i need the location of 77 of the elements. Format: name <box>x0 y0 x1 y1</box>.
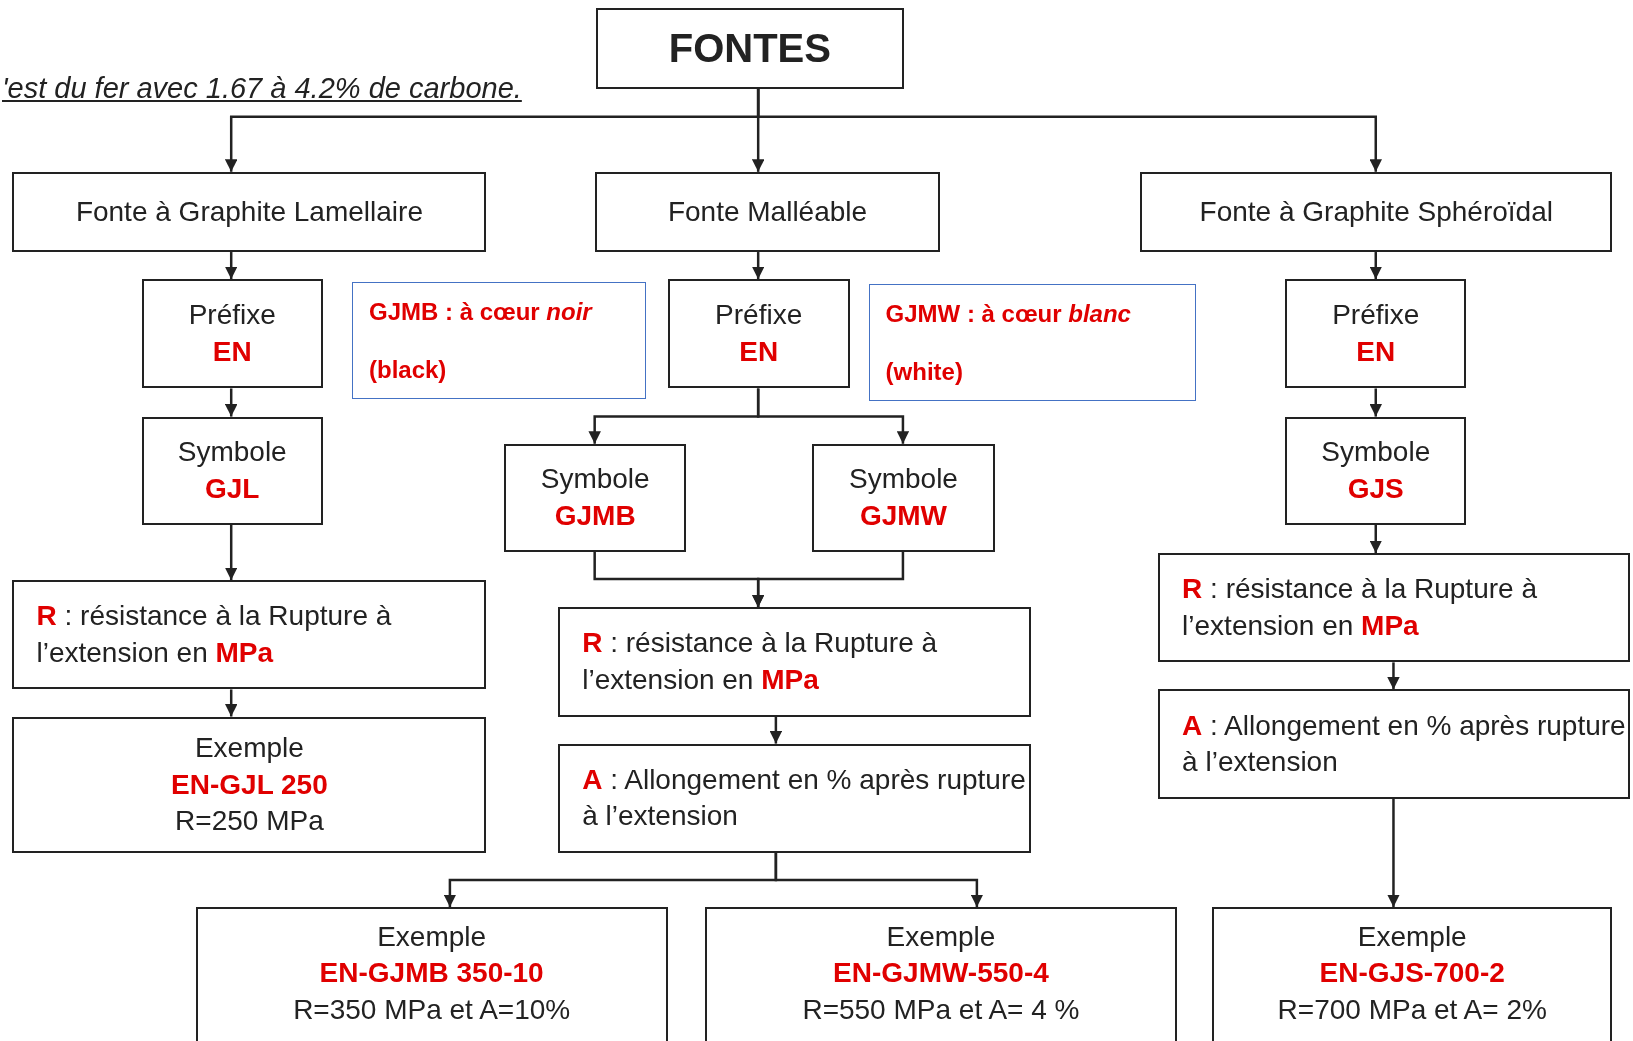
code-text: EN <box>212 334 252 369</box>
process-box <box>812 443 995 552</box>
node-text: Symbole <box>1321 435 1431 470</box>
process-box <box>12 580 487 690</box>
process-box <box>667 279 850 389</box>
node-text: Fonte à Graphite Sphéroïdal <box>1199 194 1553 229</box>
node-text: R : résistance à la Rupture à l’extension en MPa <box>582 626 939 697</box>
node-text: FONTES <box>668 25 831 73</box>
code-text: EN-GJS-700-2 <box>1319 956 1505 991</box>
process-box <box>558 607 1032 717</box>
process-box <box>141 416 323 525</box>
process-box <box>594 171 941 252</box>
process-box <box>1158 553 1630 663</box>
code-text: GJMB <box>554 498 636 533</box>
node-text: R=700 MPa et A= 2% <box>1277 992 1547 1027</box>
process-box <box>1212 907 1613 1041</box>
arrow <box>751 551 905 608</box>
node-text: A : Allongement en % après rupture à l’extension <box>582 762 1027 834</box>
node-text: GJMB : à cœur noir <box>369 297 592 328</box>
code-text: EN-GJMW-550-4 <box>833 956 1049 991</box>
process-box <box>504 443 687 552</box>
arrow <box>224 524 238 581</box>
title-box <box>595 8 904 89</box>
node-text: Préfixe <box>188 298 276 333</box>
node-text: R=550 MPa et A= 4 % <box>802 992 1080 1027</box>
arrow <box>224 689 238 717</box>
arrow <box>224 252 238 280</box>
node-text: Symbole <box>849 462 958 497</box>
arrow <box>1387 798 1400 908</box>
arrow <box>751 252 765 280</box>
arrow <box>224 388 238 417</box>
process-box <box>1140 171 1613 252</box>
arrow <box>774 852 984 908</box>
node-text: Exemple <box>1357 920 1467 955</box>
arrow <box>1369 252 1382 280</box>
code-text: GJMW <box>859 498 947 533</box>
process-box <box>558 743 1032 853</box>
code-text: EN-GJL 250 <box>171 767 328 802</box>
process-box <box>1285 416 1467 525</box>
arrow <box>769 716 783 744</box>
process-box <box>1285 279 1467 389</box>
process-box <box>141 279 323 389</box>
node-text: R : résistance à la Rupture à l’extension en MPa <box>1182 572 1538 643</box>
node-text: Fonte Malléable <box>667 194 868 229</box>
node-text: (black) <box>369 354 447 385</box>
node-text: Préfixe <box>715 298 803 333</box>
node-text: Exemple <box>194 731 304 766</box>
code-text: EN-GJMB 350-10 <box>319 956 544 991</box>
note-box <box>868 284 1196 401</box>
node-text: Exemple <box>377 920 487 955</box>
arrow <box>756 388 910 444</box>
note-text: 'est du fer avec 1.67 à 4.2% de carbone. <box>2 72 522 105</box>
node-text: Symbole <box>177 435 287 470</box>
node-text: R=250 MPa <box>175 803 324 838</box>
code-text: GJS <box>1347 471 1404 506</box>
node-text: Fonte à Graphite Lamellaire <box>75 194 423 229</box>
arrow <box>1369 524 1382 553</box>
process-box <box>195 907 668 1041</box>
node-text: GJMW : à cœur blanc <box>885 299 1131 330</box>
process-box <box>12 171 487 252</box>
node-text: Symbole <box>540 462 650 497</box>
arrow <box>1387 662 1400 690</box>
node-text: Préfixe <box>1332 298 1420 333</box>
code-text: GJL <box>205 471 260 506</box>
process-box <box>12 716 487 853</box>
arrow <box>756 88 1382 172</box>
node-text: R : résistance à la Rupture à l’extension en MPa <box>36 599 393 670</box>
code-text: EN <box>739 334 779 369</box>
node-text: A : Allongement en % après rupture à l’extension <box>1182 708 1627 780</box>
arrow <box>1369 388 1382 417</box>
node-text: (white) <box>885 356 963 387</box>
code-text: EN <box>1356 334 1396 369</box>
process-box <box>705 907 1177 1041</box>
node-text: Exemple <box>886 920 996 955</box>
note-box <box>352 282 646 399</box>
process-box <box>1158 689 1630 799</box>
node-text: R=350 MPa et A=10% <box>293 992 571 1027</box>
